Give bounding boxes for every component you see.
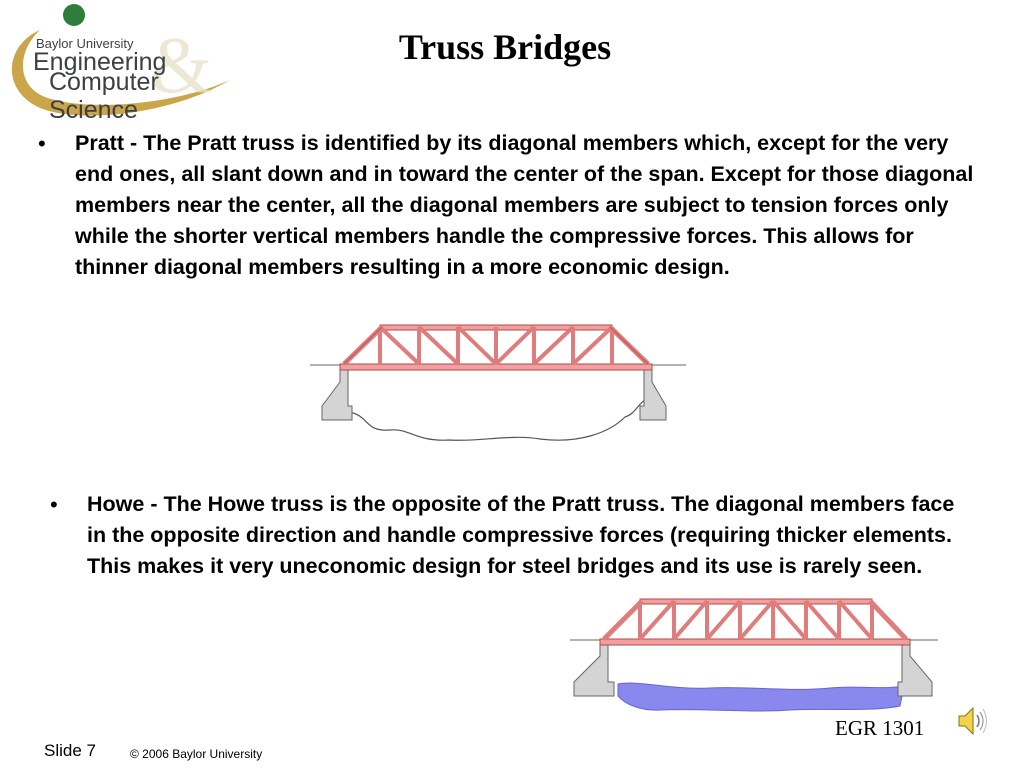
bullet-howe: Howe - The Howe truss is the opposite of…: [87, 492, 955, 578]
logo-engineering: Engineering: [33, 48, 167, 76]
bullet-symbol: •: [38, 131, 46, 156]
svg-text:&: &: [150, 22, 212, 110]
bullet-pratt: Pratt - The Pratt truss is identified by…: [75, 131, 974, 279]
logo-swoosh: &: [11, 22, 231, 116]
right-abutment: [639, 366, 667, 421]
copyright: © 2006 Baylor University: [130, 747, 263, 761]
howe-truss-diagram: [570, 598, 938, 712]
logo: & Baylor University Engineering Computer…: [0, 0, 240, 124]
logo-dot-icon: [63, 4, 85, 26]
bullet-symbol: •: [50, 492, 58, 517]
left-abutment: [573, 641, 615, 697]
course-label: EGR 1301: [835, 716, 925, 740]
right-abutment: [897, 641, 933, 697]
speaker-icon[interactable]: [955, 704, 991, 738]
slide-number: Slide 7: [44, 741, 96, 760]
logo-computer-science: Computer Science: [49, 68, 159, 124]
riverbed-outline: [349, 399, 646, 441]
water: [617, 682, 905, 712]
pratt-truss-diagram: [310, 324, 686, 441]
left-abutment: [321, 366, 353, 421]
logo-university: Baylor University: [36, 36, 134, 51]
slide-title: Truss Bridges: [398, 27, 612, 67]
